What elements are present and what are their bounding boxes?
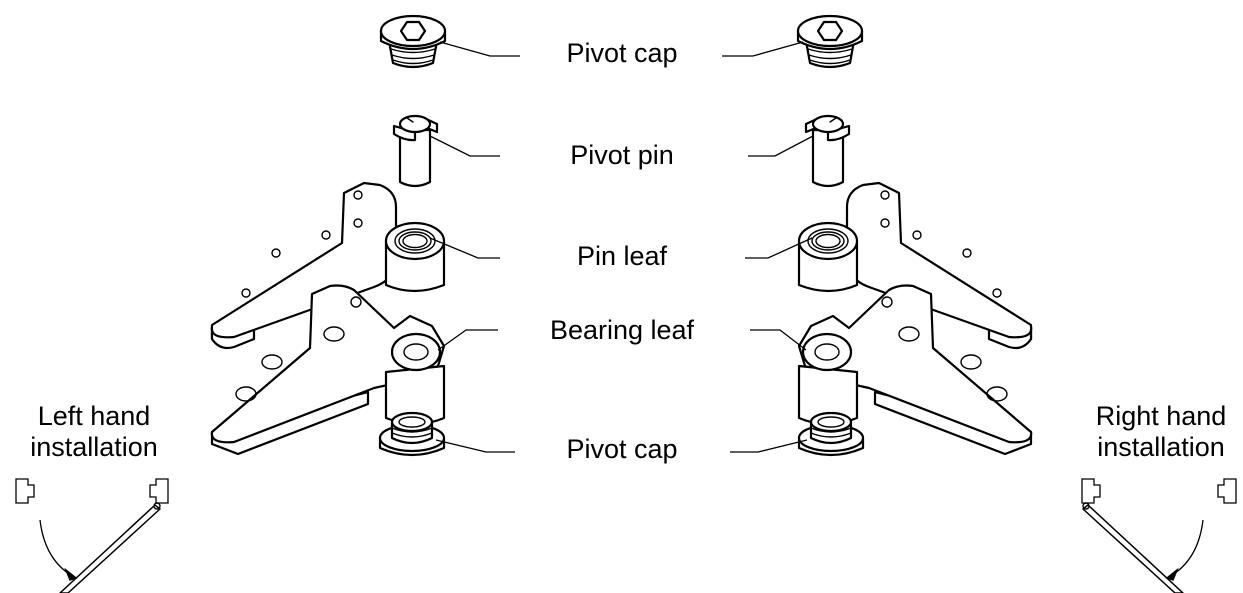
left-hand-line2: installation [30,432,158,462]
right-hand-installation-label: Right hand installation [1096,401,1227,463]
leader-lines-left [429,41,520,453]
right-hand-door-symbol [1081,478,1237,593]
label-bearing-leaf: Bearing leaf [549,315,695,345]
label-pin-leaf: Pin leaf [576,241,668,271]
pivot-cap-top-right [796,14,864,69]
label-pivot-pin: Pivot pin [570,140,674,170]
left-hand-line1: Left hand [37,401,151,431]
label-pivot-cap-top: Pivot cap [566,38,678,68]
label-pivot-cap-bottom: Pivot cap [566,434,678,464]
pivot-pin-right [804,114,851,188]
pivot-pin-left [392,114,439,188]
right-hand-line1: Right hand [1095,401,1227,431]
pivot-cap-top-left [379,14,447,69]
left-hand-door-symbol [15,478,169,593]
right-hand-line2: installation [1097,432,1225,462]
left-hand-installation-label: Left hand installation [30,401,158,463]
leader-lines-right [722,41,814,453]
